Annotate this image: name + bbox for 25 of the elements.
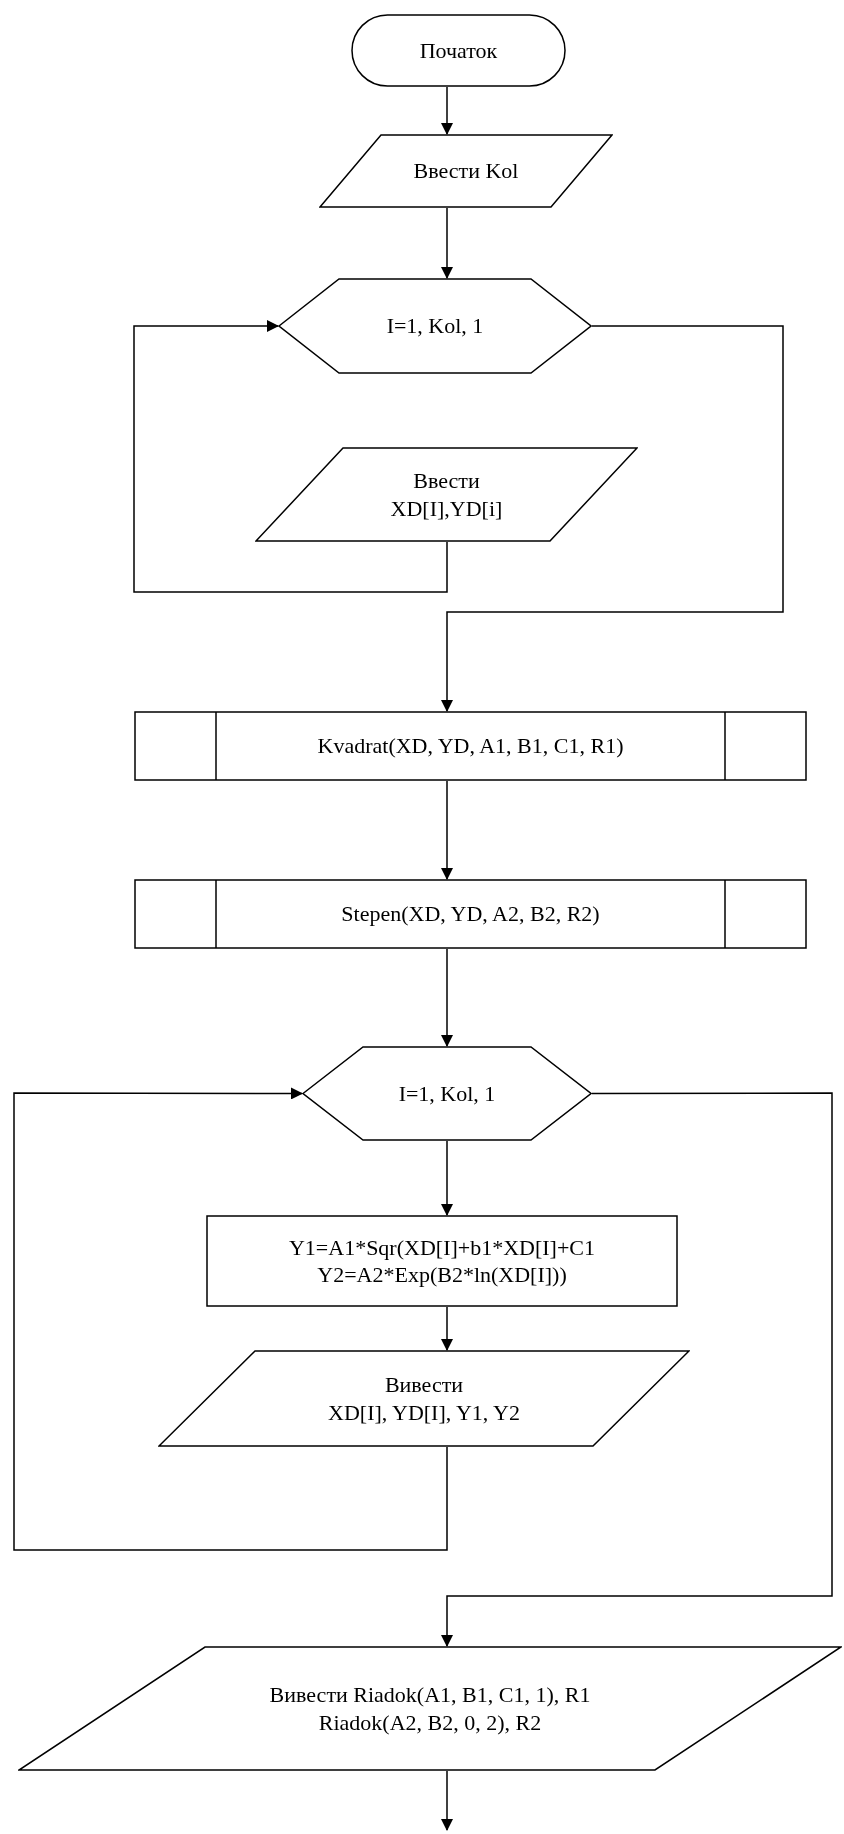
node-label: I=1, Kol, 1 bbox=[386, 312, 484, 340]
arrow bbox=[441, 86, 453, 135]
arrow bbox=[441, 1092, 833, 1647]
arrow bbox=[441, 948, 453, 1047]
arrow bbox=[441, 780, 453, 880]
node-label: Ввести bbox=[413, 467, 480, 495]
arrow bbox=[441, 1770, 453, 1831]
node-label: XD[I],YD[i] bbox=[390, 494, 503, 522]
arrow bbox=[441, 1140, 453, 1216]
arrow bbox=[13, 1087, 448, 1551]
arrow bbox=[441, 325, 784, 712]
node-label: Kvadrat(XD, YD, A1, B1, C1, R1) bbox=[317, 732, 624, 760]
node-label: Riadok(A2, B2, 0, 2), R2 bbox=[318, 1708, 542, 1736]
arrow bbox=[133, 320, 448, 593]
node-label: Y2=A2*Exp(B2*ln(XD[I])) bbox=[317, 1261, 567, 1289]
node-label: Y1=A1*Sqr(XD[I]+b1*XD[I]+C1 bbox=[288, 1233, 596, 1261]
node-label: Stepen(XD, YD, A2, B2, R2) bbox=[341, 900, 600, 928]
node-label: Вивести Riadok(A1, B1, C1, 1), R1 bbox=[269, 1681, 591, 1709]
node-label: I=1, Kol, 1 bbox=[398, 1079, 496, 1108]
node-label: Вивести bbox=[384, 1371, 464, 1399]
node-label: Початок bbox=[419, 36, 498, 65]
arrow bbox=[441, 207, 453, 279]
arrow bbox=[441, 1306, 453, 1351]
node-label: XD[I], YD[I], Y1, Y2 bbox=[328, 1398, 520, 1426]
node-label: Ввести Kol bbox=[413, 157, 519, 185]
